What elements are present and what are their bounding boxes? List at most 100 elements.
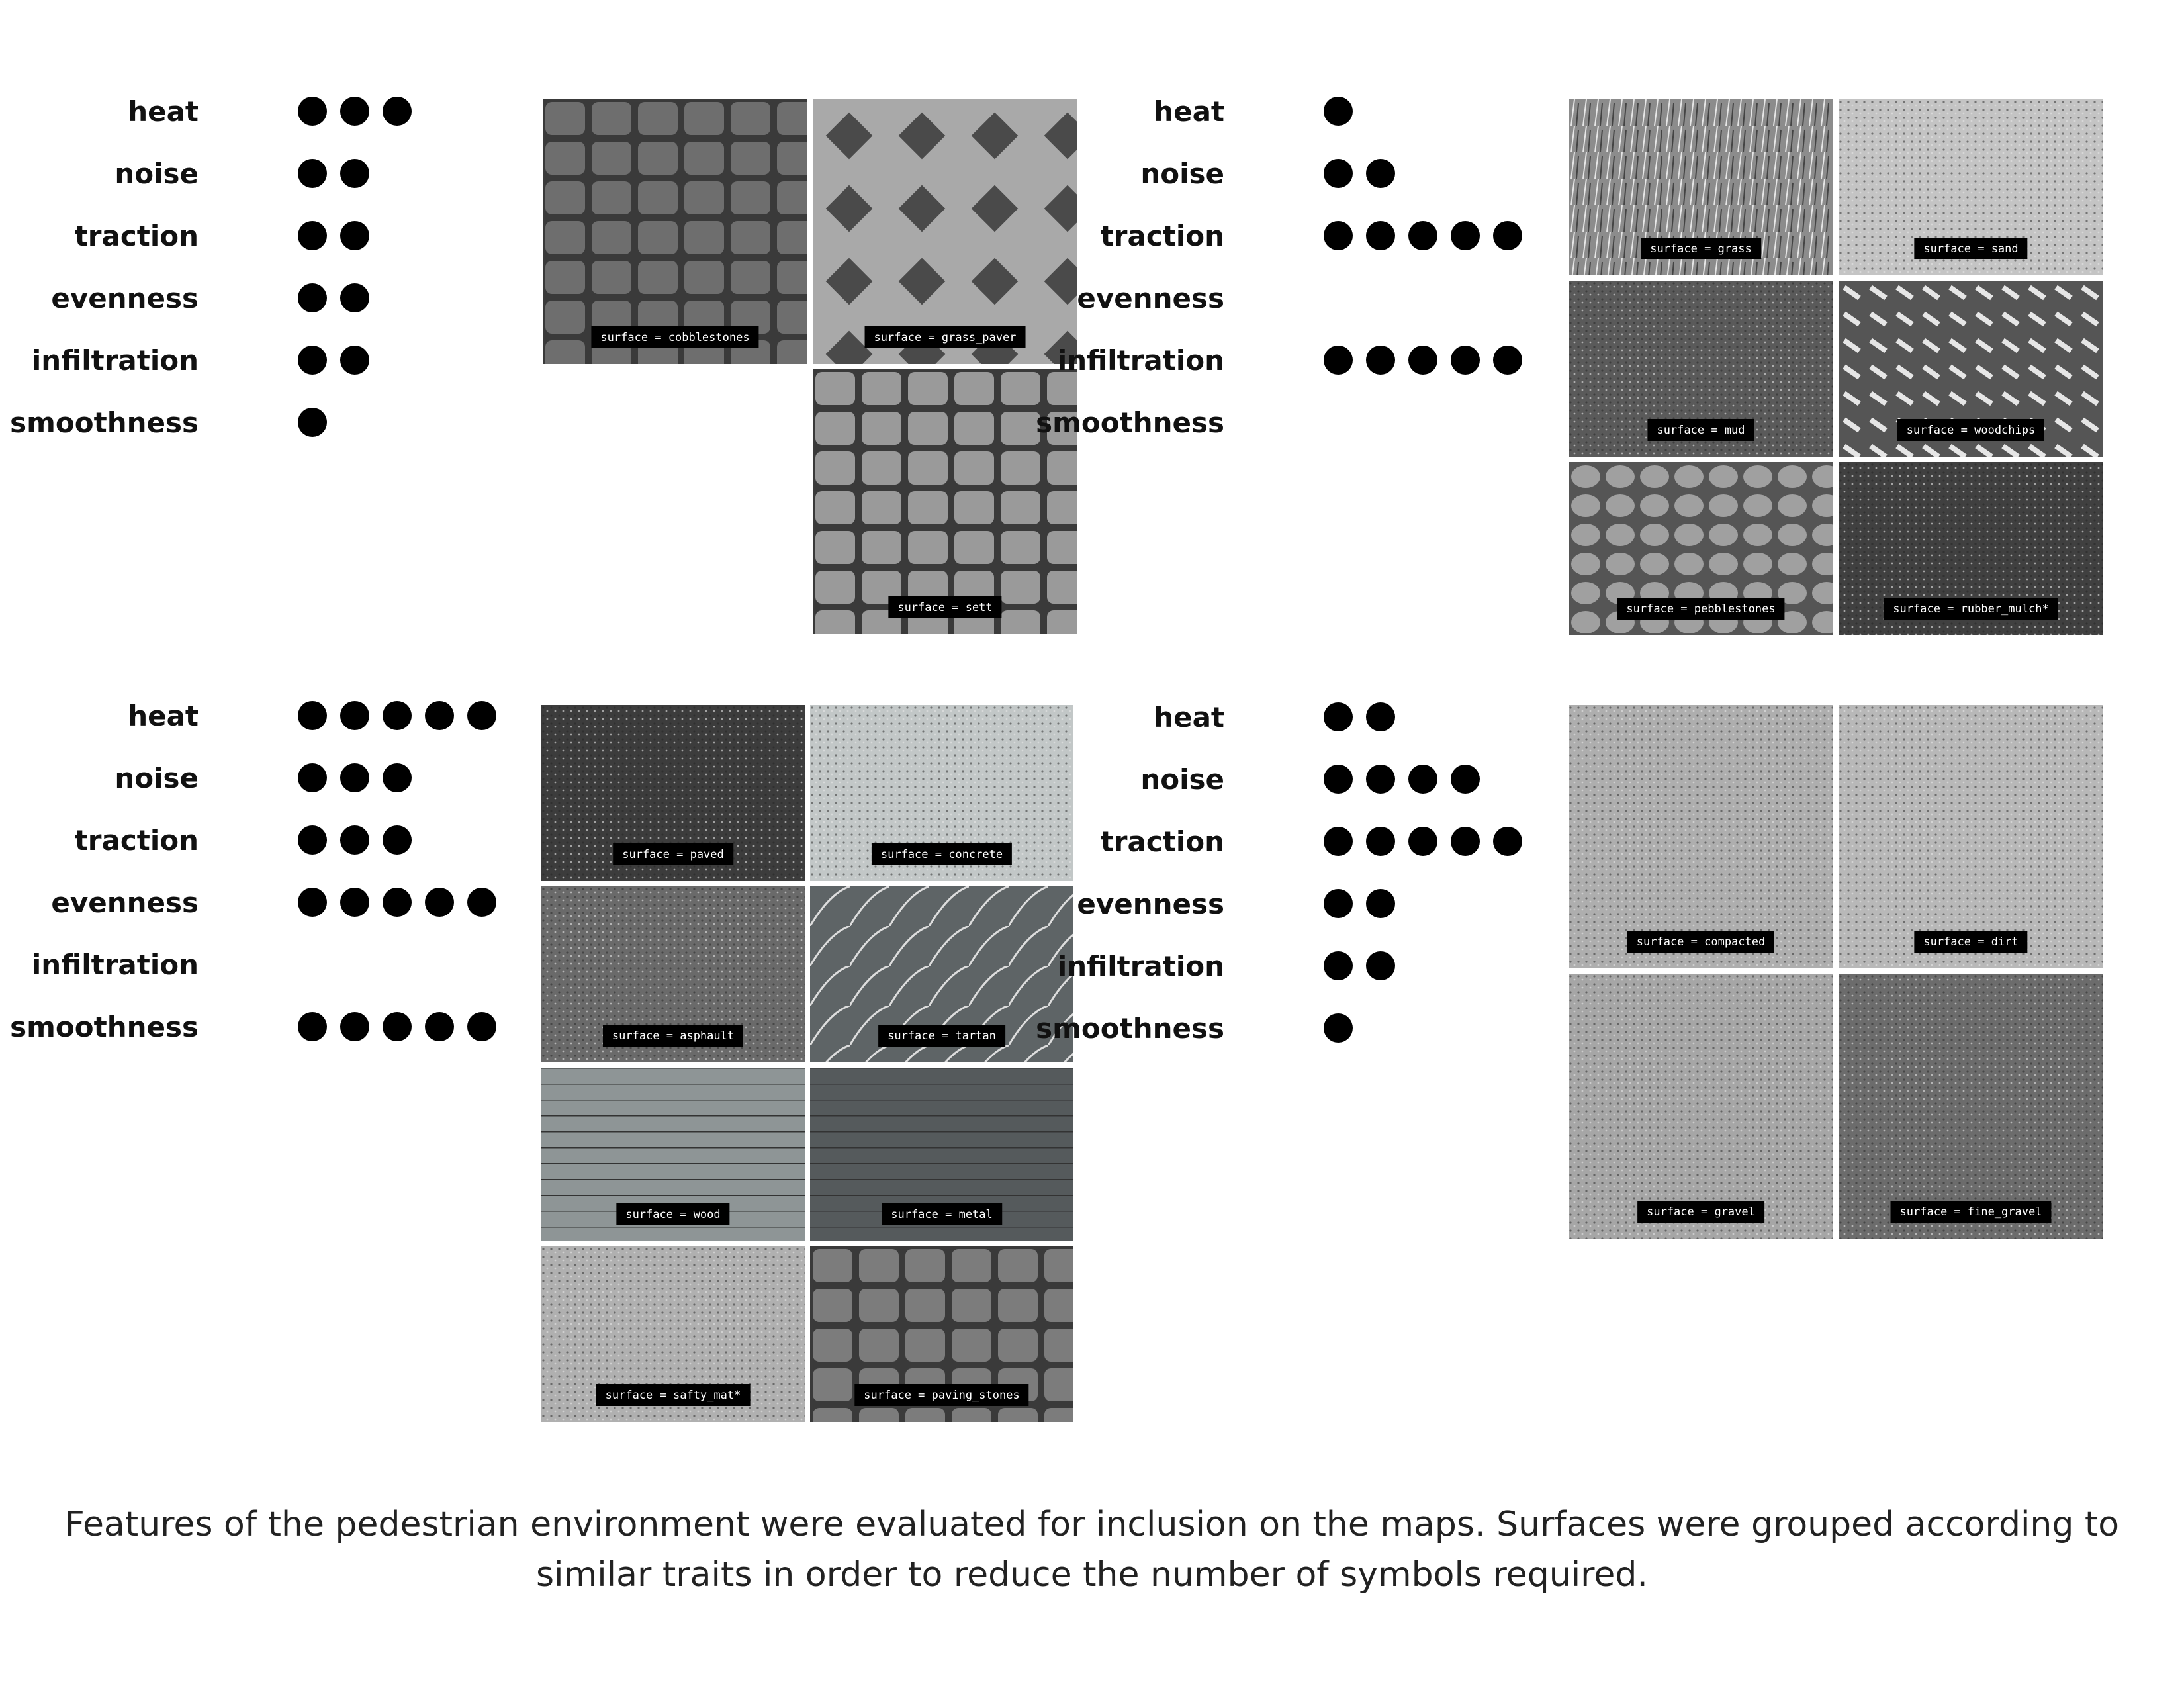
rating-row-evenness: evenness (1026, 878, 1476, 941)
rating-dot-icon (298, 763, 327, 792)
surface-caption: surface = rubber_mulch* (1884, 598, 2058, 620)
rating-dot-icon (340, 159, 369, 188)
rating-dot-icon (340, 763, 369, 792)
trait-label: heat (128, 700, 199, 732)
rating-dots (1324, 946, 1408, 986)
trait-label: heat (1154, 701, 1224, 733)
rating-row-traction: traction (1026, 816, 1522, 878)
rating-dots (298, 216, 383, 256)
rating-dot-icon (298, 825, 327, 855)
rating-dot-icon (1408, 827, 1437, 856)
rating-dot-icon (1324, 97, 1353, 126)
trait-label: evenness (51, 886, 199, 919)
rating-dots (298, 154, 383, 193)
trait-label: smoothness (1036, 1012, 1224, 1045)
rating-dot-icon (1408, 346, 1437, 375)
compacted-texture (1569, 705, 1833, 968)
rating-dot-icon (1493, 827, 1522, 856)
surface-caption: surface = pebblestones (1617, 598, 1785, 620)
rating-dot-icon (1408, 765, 1437, 794)
fine-gravel-texture (1839, 974, 2103, 1239)
rating-dot-icon (1451, 346, 1480, 375)
rating-dot-icon (298, 221, 327, 250)
rating-dots (298, 402, 340, 442)
surface-caption: surface = tartan (878, 1025, 1005, 1047)
surface-caption: surface = concrete (871, 843, 1013, 865)
rating-dots (298, 91, 425, 131)
rating-dot-icon (1366, 702, 1395, 731)
surface-photo-tile: surface = dirt (1839, 705, 2103, 968)
rating-row-smoothness: smoothness (0, 1002, 496, 1064)
surface-photo-tile: surface = pebblestones (1569, 462, 1833, 635)
rating-row-traction: traction (1026, 211, 1522, 273)
rating-dot-icon (298, 701, 327, 730)
rating-row-evenness: evenness (0, 877, 496, 939)
rating-dots (1324, 154, 1408, 193)
surface-caption: surface = fine_gravel (1890, 1201, 2052, 1223)
rating-dots (1324, 1008, 1366, 1048)
rating-dots (1324, 216, 1535, 256)
rating-dot-icon (383, 763, 412, 792)
rating-dot-icon (298, 408, 327, 437)
rating-dots (298, 278, 383, 318)
rating-dot-icon (383, 97, 412, 126)
rating-row-evenness: evenness (0, 273, 450, 335)
rating-dots (298, 1007, 510, 1047)
cobblestones-texture (543, 99, 807, 364)
trait-label: infiltration (31, 344, 199, 377)
rating-row-heat: heat (0, 690, 496, 753)
surface-photo-tile: surface = compacted (1569, 705, 1833, 968)
rating-dot-icon (1366, 765, 1395, 794)
rating-dot-icon (298, 1012, 327, 1041)
rating-dot-icon (340, 825, 369, 855)
rating-dot-icon (340, 346, 369, 375)
rating-row-heat: heat (1026, 692, 1476, 754)
surface-caption: surface = grass_paver (864, 326, 1026, 348)
trait-label: traction (74, 220, 199, 252)
rating-dot-icon (467, 1012, 496, 1041)
surface-caption: surface = safty_mat* (596, 1384, 751, 1406)
surface-photo-tile: surface = mud (1569, 281, 1833, 457)
rating-dot-icon (1324, 702, 1353, 731)
rating-dot-icon (425, 1012, 454, 1041)
rating-dot-icon (298, 346, 327, 375)
rating-row-smoothness: smoothness (1026, 1003, 1476, 1065)
surface-photo-tile: surface = sand (1839, 99, 2103, 275)
surface-photo-tile: surface = safty_mat* (541, 1246, 805, 1422)
rating-dot-icon (1493, 346, 1522, 375)
rating-dot-icon (298, 97, 327, 126)
rating-dot-icon (1366, 221, 1395, 250)
rating-dot-icon (340, 888, 369, 917)
rating-dots (298, 882, 510, 922)
rating-dot-icon (1366, 346, 1395, 375)
rating-row-infiltration: infiltration (0, 335, 450, 397)
trait-label: evenness (1077, 888, 1224, 920)
trait-label: noise (114, 158, 199, 190)
rating-dot-icon (383, 888, 412, 917)
surface-photo-tile: surface = grass (1569, 99, 1833, 275)
surface-photo-tile: surface = grass_paver (813, 99, 1077, 364)
trait-label: heat (1154, 95, 1224, 128)
surface-caption: surface = dirt (1914, 931, 2028, 953)
rating-row-infiltration: infiltration (0, 939, 450, 1002)
rating-dot-icon (383, 701, 412, 730)
surface-photo-tile: surface = asphault (541, 886, 805, 1062)
rating-dot-icon (1324, 951, 1353, 980)
trait-label: noise (1140, 763, 1224, 796)
caption-line-2: similar traits in order to reduce the nu… (536, 1555, 1648, 1595)
surface-caption: surface = paved (613, 843, 733, 865)
surface-photo-tile: surface = cobblestones (543, 99, 807, 364)
surface-caption: surface = sett (888, 596, 1002, 618)
rating-dot-icon (1366, 951, 1395, 980)
surface-caption: surface = metal (882, 1203, 1002, 1225)
rating-dots (1324, 340, 1535, 380)
rating-dot-icon (340, 283, 369, 312)
surface-photo-tile: surface = rubber_mulch* (1839, 462, 2103, 635)
rating-dots (298, 758, 425, 798)
rating-dot-icon (298, 283, 327, 312)
sett-texture (813, 369, 1077, 634)
trait-label: smoothness (10, 406, 199, 439)
surface-caption: surface = sand (1914, 238, 2028, 259)
rating-row-smoothness: smoothness (1026, 397, 1476, 459)
rating-row-evenness: evenness (1026, 273, 1476, 335)
